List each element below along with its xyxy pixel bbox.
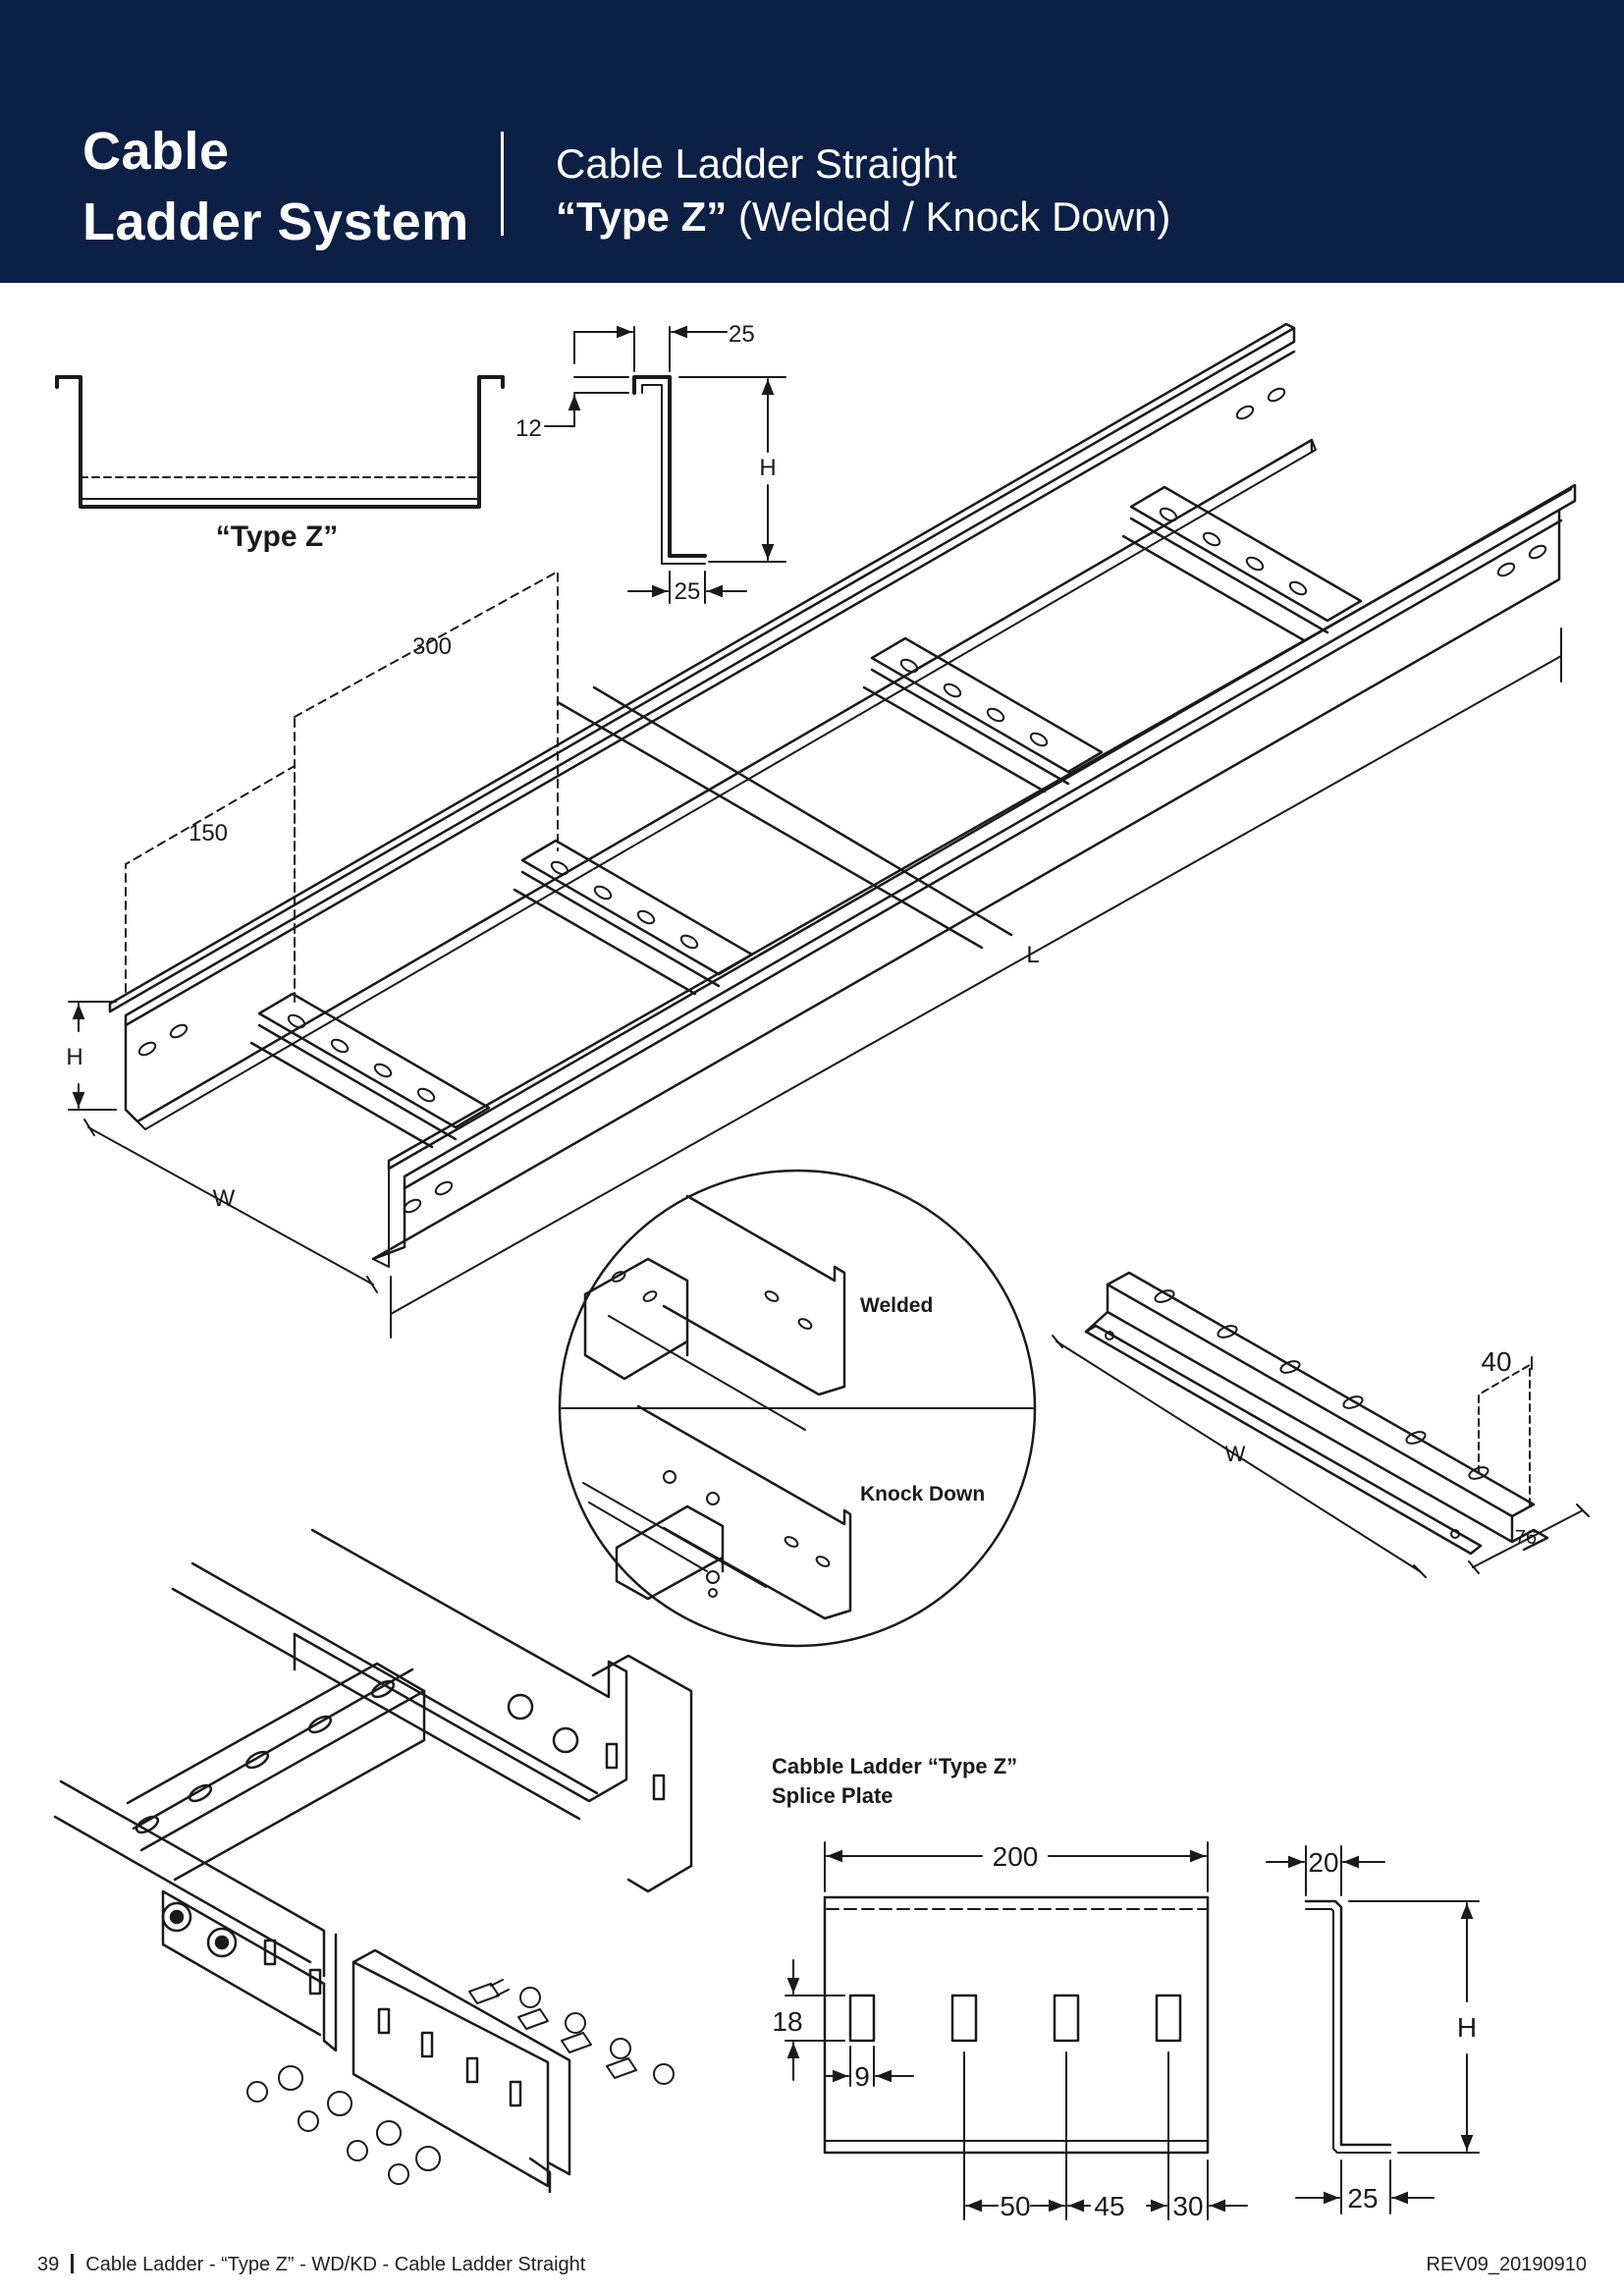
dim-45: 45 [1094, 2191, 1124, 2221]
header-divider [501, 132, 504, 236]
brand-line-2: Ladder System [82, 192, 469, 251]
dim-300: 300 [412, 633, 452, 660]
welded-label: Welded [860, 1294, 933, 1317]
type-z-cross-section: “Type Z” [55, 375, 505, 553]
cable-ladder-isometric: 300 150 H W L [66, 322, 1577, 1339]
dim-200: 200 [993, 1841, 1039, 1872]
dim-splice-h: H [1457, 2012, 1477, 2043]
footer-separator [71, 2254, 75, 2273]
dim-30: 30 [1172, 2191, 1203, 2221]
brand-line-1: Cable [82, 122, 230, 181]
dim-9: 9 [854, 2061, 870, 2092]
dim-ladder-w: W [213, 1185, 236, 1212]
type-z-caption: “Type Z” [216, 520, 338, 553]
dim-height-h: H [759, 455, 776, 481]
splice-title-1: Cabble Ladder “Type Z” [772, 1754, 1017, 1778]
dim-150: 150 [189, 820, 228, 847]
z-profile-dimensioned: 25 12 H 25 [515, 321, 786, 605]
technical-drawings: “Type Z” 25 12 H 25 [53, 321, 1590, 2221]
splice-plate-drawing [785, 1841, 1480, 2220]
subtitle-rest: (Welded / Knock Down) [737, 193, 1171, 240]
footer-text: Cable Ladder - “Type Z” - WD/KD - Cable … [85, 2254, 586, 2275]
revision-code: REV09_20190910 [1426, 2254, 1587, 2275]
page-footer: 39 Cable Ladder - “Type Z” - WD/KD - Cabl… [0, 2254, 1624, 2281]
splice-assembly [53, 1528, 693, 2194]
dim-rung-w: W [1225, 1442, 1246, 1466]
dim-76: 76 [1515, 1527, 1537, 1549]
subtitle-line-1: Cable Ladder Straight [556, 140, 957, 187]
dim-ladder-h: H [66, 1044, 82, 1070]
footer-left: 39 Cable Ladder - “Type Z” - WD/KD - Cabl… [37, 2254, 585, 2276]
dim-ladder-l: L [1026, 942, 1039, 968]
detail-circle [558, 1169, 1037, 1648]
dim-top-25: 25 [729, 321, 755, 348]
brand-title: Cable Ladder System [82, 116, 469, 257]
dim-50: 50 [1000, 2191, 1030, 2221]
dim-splice-25: 25 [1347, 2183, 1378, 2214]
subtitle-type: “Type Z” [556, 193, 728, 240]
rung-detail [1052, 1271, 1590, 1578]
splice-title-2: Splice Plate [772, 1783, 893, 1808]
page-subtitle: Cable Ladder Straight “Type Z” (Welded /… [556, 137, 1170, 244]
dim-40: 40 [1481, 1346, 1511, 1377]
page-header: Cable Ladder System Cable Ladder Straigh… [0, 0, 1624, 283]
dim-20: 20 [1308, 1847, 1338, 1878]
dim-bottom-25: 25 [675, 578, 701, 605]
dim-lip-12: 12 [515, 415, 542, 442]
dim-18: 18 [772, 2006, 802, 2037]
page-number: 39 [37, 2254, 60, 2275]
subtitle-line-2: “Type Z” (Welded / Knock Down) [556, 191, 1170, 244]
knock-down-label: Knock Down [860, 1483, 985, 1505]
